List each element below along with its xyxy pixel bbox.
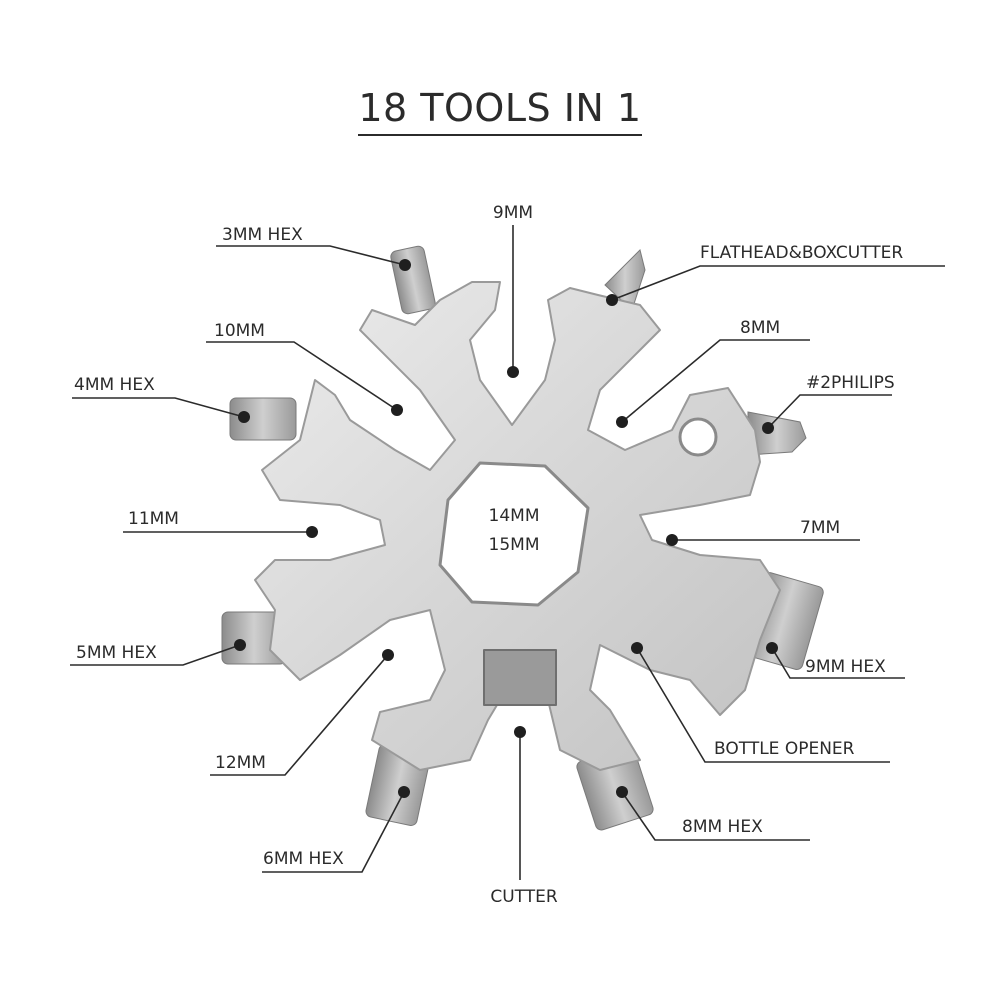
- leader-8mm: [621, 339, 810, 423]
- leader-5mm-hex: [70, 644, 241, 666]
- snowflake-body: [254, 281, 781, 771]
- leader-bottle: [636, 647, 890, 763]
- label-8mm: 8MM: [740, 318, 780, 338]
- bit-3mm-hex: [390, 245, 436, 315]
- leader-8mm-hex: [621, 791, 810, 841]
- bit-4mm-hex: [229, 397, 297, 441]
- leader-10mm: [206, 341, 398, 411]
- leader-6mm-hex: [262, 791, 405, 873]
- page-title: 18 TOOLS IN 1: [0, 86, 1000, 136]
- label-4mm-hex: 4MM HEX: [74, 375, 155, 395]
- dot-5mm-hex: [234, 639, 246, 651]
- dot-bottle: [631, 642, 643, 654]
- dot-11mm: [306, 526, 318, 538]
- label-flathead: FLATHEAD&BOXCUTTER: [700, 243, 903, 263]
- dot-9mm: [507, 366, 519, 378]
- lanyard-hole: [678, 417, 718, 457]
- label-8mm-hex: 8MM HEX: [682, 817, 763, 837]
- dot-12mm: [382, 649, 394, 661]
- label-5mm-hex: 5MM HEX: [76, 643, 157, 663]
- center-hex-hole: [438, 461, 590, 607]
- dot-philips: [762, 422, 774, 434]
- leader-4mm-hex: [72, 397, 245, 418]
- leader-philips: [767, 394, 892, 429]
- label-9mm-hex: 9MM HEX: [805, 657, 886, 677]
- label-bottle-opener: BOTTLE OPENER: [714, 739, 855, 759]
- label-12mm: 12MM: [215, 753, 266, 773]
- label-9mm: 9MM: [493, 203, 533, 223]
- leader-flathead: [611, 265, 945, 301]
- dot-10mm: [391, 404, 403, 416]
- label-15mm: 15MM: [489, 535, 540, 555]
- dot-7mm: [666, 534, 678, 546]
- dot-cutter: [514, 726, 526, 738]
- label-3mm-hex: 3MM HEX: [222, 225, 303, 245]
- leader-lines: [70, 225, 945, 880]
- labels: 9MM 3MM HEX FLATHEAD&BOXCUTTER 10MM 8MM …: [74, 203, 903, 907]
- dot-4mm-hex: [238, 411, 250, 423]
- label-6mm-hex: 6MM HEX: [263, 849, 344, 869]
- label-philips: #2PHILIPS: [806, 373, 895, 393]
- dot-flathead: [606, 294, 618, 306]
- page-title-text: 18 TOOLS IN 1: [358, 86, 642, 136]
- dot-8mm: [616, 416, 628, 428]
- cutter-slot: [483, 649, 557, 706]
- label-14mm: 14MM: [489, 506, 540, 526]
- dot-8mm-hex: [616, 786, 628, 798]
- label-10mm: 10MM: [214, 321, 265, 341]
- leader-3mm-hex: [216, 245, 406, 266]
- leader-9mm-hex: [771, 647, 905, 679]
- leader-12mm: [210, 654, 389, 776]
- marker-dots: [234, 259, 778, 798]
- dot-3mm-hex: [399, 259, 411, 271]
- label-cutter: CUTTER: [490, 887, 558, 907]
- dot-9mm-hex: [766, 642, 778, 654]
- label-11mm: 11MM: [128, 509, 179, 529]
- dot-6mm-hex: [398, 786, 410, 798]
- label-7mm: 7MM: [800, 518, 840, 538]
